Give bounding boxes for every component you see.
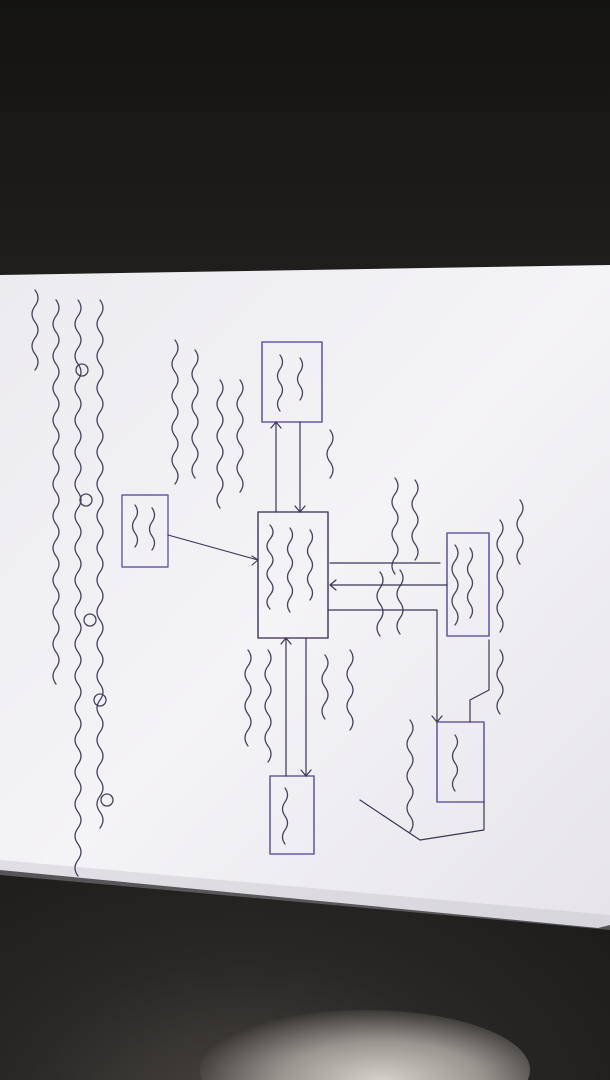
arrowhead — [270, 421, 282, 429]
arrowhead — [294, 505, 306, 513]
circled-number — [75, 363, 89, 377]
scribble — [244, 649, 252, 747]
arrowhead — [251, 555, 259, 566]
arrowhead — [431, 715, 443, 723]
scribble — [321, 654, 329, 720]
right-box — [436, 721, 485, 803]
paper — [0, 265, 610, 928]
scribble — [216, 379, 224, 509]
connector-bottom-right — [359, 799, 485, 841]
center-box — [257, 511, 329, 639]
scribble — [496, 519, 504, 633]
scribble — [406, 719, 414, 833]
bottom-box — [269, 775, 315, 855]
scribble — [391, 477, 399, 575]
scribble — [131, 504, 139, 548]
circled-number — [93, 693, 107, 707]
scribble — [451, 734, 459, 792]
circled-number — [79, 493, 93, 507]
scribble — [281, 787, 289, 845]
scribble — [266, 524, 274, 610]
scribble — [74, 299, 82, 877]
scribble — [496, 649, 504, 715]
scribble — [171, 339, 179, 485]
scribble — [236, 379, 244, 493]
arrowhead — [329, 579, 337, 591]
scribble — [396, 569, 404, 635]
connector-top-right — [469, 639, 490, 723]
small-box — [121, 494, 169, 568]
connector-center-right-1 — [327, 609, 438, 723]
scribble — [148, 507, 156, 551]
arrowhead — [280, 637, 292, 645]
scribble — [191, 349, 199, 479]
scribble — [376, 571, 384, 637]
scribble — [296, 357, 304, 401]
scribble — [411, 479, 419, 561]
scribble — [96, 299, 104, 829]
scribble — [52, 299, 60, 685]
paper-shadow — [0, 860, 610, 930]
circled-number — [100, 793, 114, 807]
scribble — [346, 649, 354, 731]
arrowhead — [300, 769, 312, 777]
scribble — [306, 529, 314, 601]
scribble — [326, 429, 334, 479]
connector-small-center — [167, 534, 259, 561]
scribble — [264, 649, 272, 763]
scribble — [31, 289, 39, 371]
scribble — [516, 499, 524, 565]
scribble — [286, 527, 294, 613]
scribble — [451, 544, 459, 626]
scribble — [466, 547, 474, 619]
scribble — [276, 354, 284, 412]
circled-number — [83, 613, 97, 627]
left-box — [261, 341, 323, 423]
